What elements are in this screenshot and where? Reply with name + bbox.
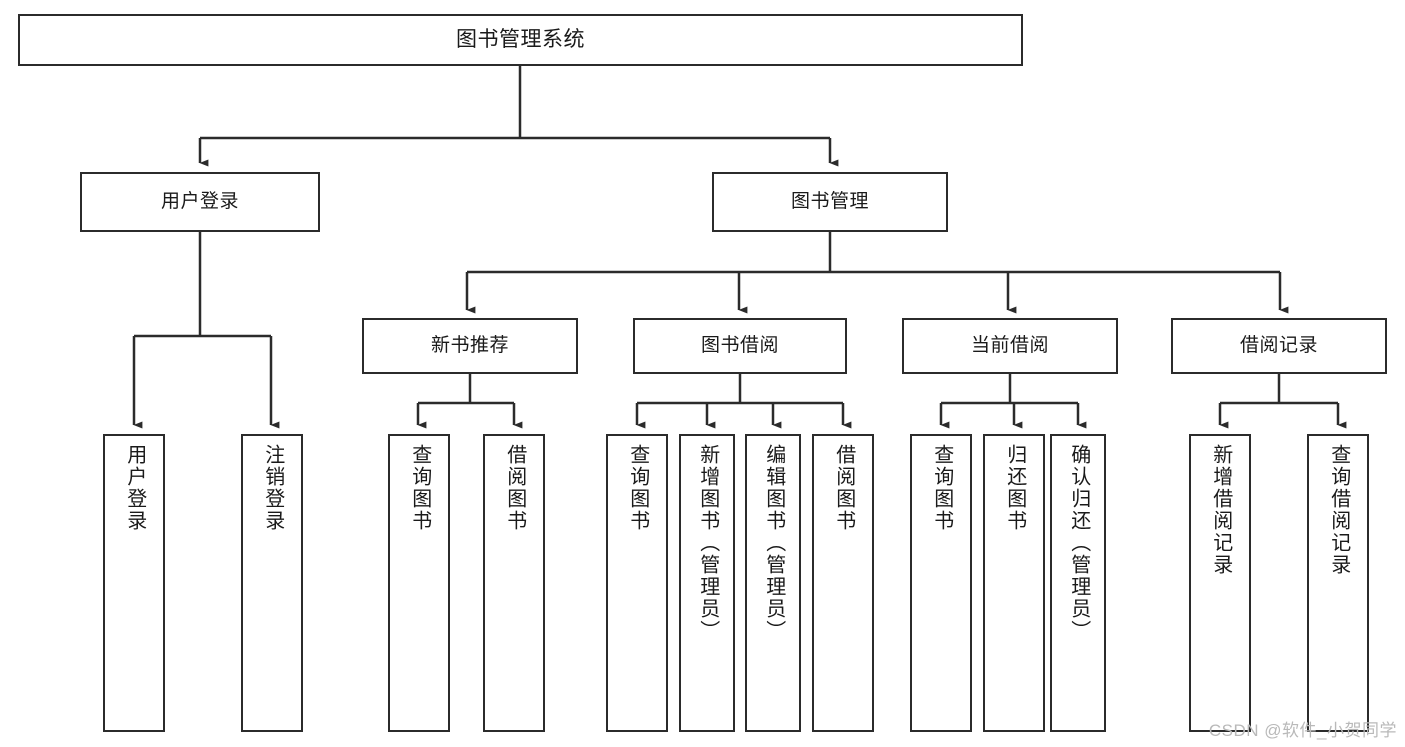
node-new-book-recommend[interactable]: 新书推荐: [362, 318, 578, 374]
node-label: 借阅图书: [503, 444, 526, 532]
leaf-query-borrow-record[interactable]: 查询借阅记录: [1307, 434, 1369, 732]
node-label: 图书借阅: [700, 335, 779, 357]
leaf-user-login[interactable]: 用户登录: [103, 434, 165, 732]
leaf-confirm-return-admin[interactable]: 确认归还（管理员）: [1050, 434, 1106, 732]
node-label: 确认归还（管理员）: [1067, 444, 1090, 642]
node-label: 查询图书: [930, 444, 953, 532]
node-label: 归还图书: [1003, 444, 1026, 532]
node-label: 注销登录: [261, 444, 284, 532]
node-root-system[interactable]: 图书管理系统: [18, 14, 1023, 66]
node-label: 查询图书: [408, 444, 431, 532]
leaf-query-book-borrow[interactable]: 查询图书: [606, 434, 668, 732]
leaf-query-book-recommend[interactable]: 查询图书: [388, 434, 450, 732]
node-book-borrow[interactable]: 图书借阅: [633, 318, 847, 374]
node-label: 新增借阅记录: [1209, 444, 1232, 576]
leaf-add-book-admin[interactable]: 新增图书（管理员）: [679, 434, 735, 732]
watermark: CSDN @软件_小贺同学: [1208, 721, 1397, 740]
node-label: 编辑图书（管理员）: [762, 444, 785, 642]
node-label: 用户登录: [123, 444, 146, 532]
leaf-borrow-book[interactable]: 借阅图书: [812, 434, 874, 732]
node-label: 借阅记录: [1239, 335, 1318, 357]
node-label: 新增图书（管理员）: [696, 444, 719, 642]
leaf-borrow-book-recommend[interactable]: 借阅图书: [483, 434, 545, 732]
node-label: 用户登录: [160, 191, 239, 213]
node-label: 图书管理系统: [456, 27, 585, 51]
leaf-add-borrow-record[interactable]: 新增借阅记录: [1189, 434, 1251, 732]
node-label: 新书推荐: [430, 335, 509, 357]
leaf-return-book[interactable]: 归还图书: [983, 434, 1045, 732]
leaf-query-book-current[interactable]: 查询图书: [910, 434, 972, 732]
node-user-login[interactable]: 用户登录: [80, 172, 320, 232]
node-label: 当前借阅: [970, 335, 1049, 357]
node-label: 查询借阅记录: [1327, 444, 1350, 576]
node-borrow-records[interactable]: 借阅记录: [1171, 318, 1387, 374]
leaf-edit-book-admin[interactable]: 编辑图书（管理员）: [745, 434, 801, 732]
node-label: 借阅图书: [832, 444, 855, 532]
node-label: 查询图书: [626, 444, 649, 532]
leaf-logout[interactable]: 注销登录: [241, 434, 303, 732]
node-current-borrow[interactable]: 当前借阅: [902, 318, 1118, 374]
node-book-management[interactable]: 图书管理: [712, 172, 948, 232]
node-label: 图书管理: [790, 191, 869, 213]
